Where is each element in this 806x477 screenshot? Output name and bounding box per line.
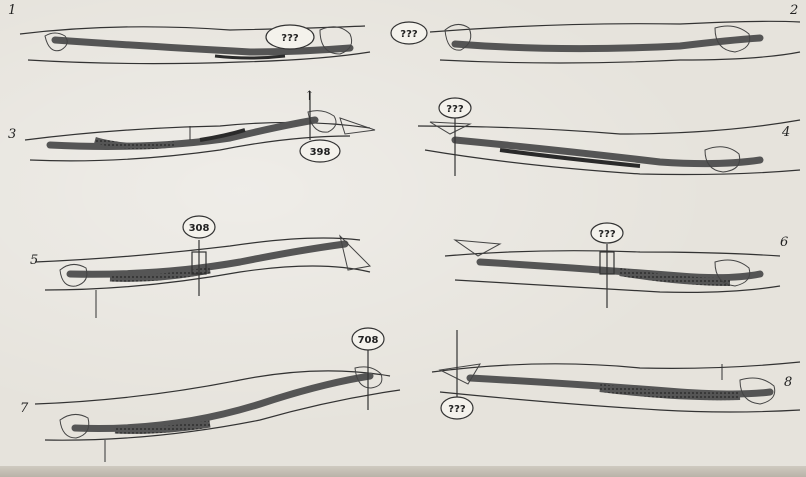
tag-label-2: ??? (400, 29, 418, 40)
bone-shaft (455, 38, 760, 49)
pointer-mark: ↑ (304, 89, 315, 104)
limb-outline-lower (28, 52, 370, 64)
panel-3: 3 ↑ 398 (8, 89, 375, 162)
limb-outline-upper (418, 120, 800, 134)
panel-1: 1 ??? (8, 3, 370, 64)
limb-outline-lower (455, 280, 780, 292)
lesion-shading (215, 56, 285, 58)
tag-label-5: 308 (189, 223, 210, 234)
tag-label-6: ??? (598, 229, 616, 240)
caption-strip (0, 466, 806, 477)
panel-number-1: 1 (8, 3, 16, 18)
panel-number-6: 6 (780, 235, 788, 250)
foot-outline (430, 122, 470, 134)
panel-8: 8 ??? (432, 330, 800, 419)
limb-outline-lower (440, 52, 800, 63)
tag-label-7: 708 (358, 335, 379, 346)
tag-label-8: ??? (448, 404, 466, 415)
tag-label-1: ??? (281, 33, 299, 44)
panel-6: 6 ??? (445, 223, 788, 308)
foot-outline (340, 236, 370, 270)
panel-5: 5 308 (30, 216, 370, 318)
panel-4: 4 ??? (418, 98, 800, 176)
limb-outline-upper (432, 362, 800, 372)
panel-number-2: 2 (789, 3, 798, 18)
panel-number-7: 7 (20, 401, 29, 416)
panel-number-3: 3 (8, 127, 16, 142)
panel-number-8: 8 (784, 375, 792, 390)
panel-number-4: 4 (781, 125, 790, 140)
panel-2: 2 ??? (391, 3, 800, 63)
tag-label-4: ??? (446, 104, 464, 115)
panel-number-5: 5 (30, 253, 38, 268)
panel-7: 7 708 (20, 328, 400, 462)
lesion-shading (95, 140, 175, 146)
tag-label-3: 398 (310, 147, 331, 158)
limb-outline-upper (35, 371, 390, 404)
